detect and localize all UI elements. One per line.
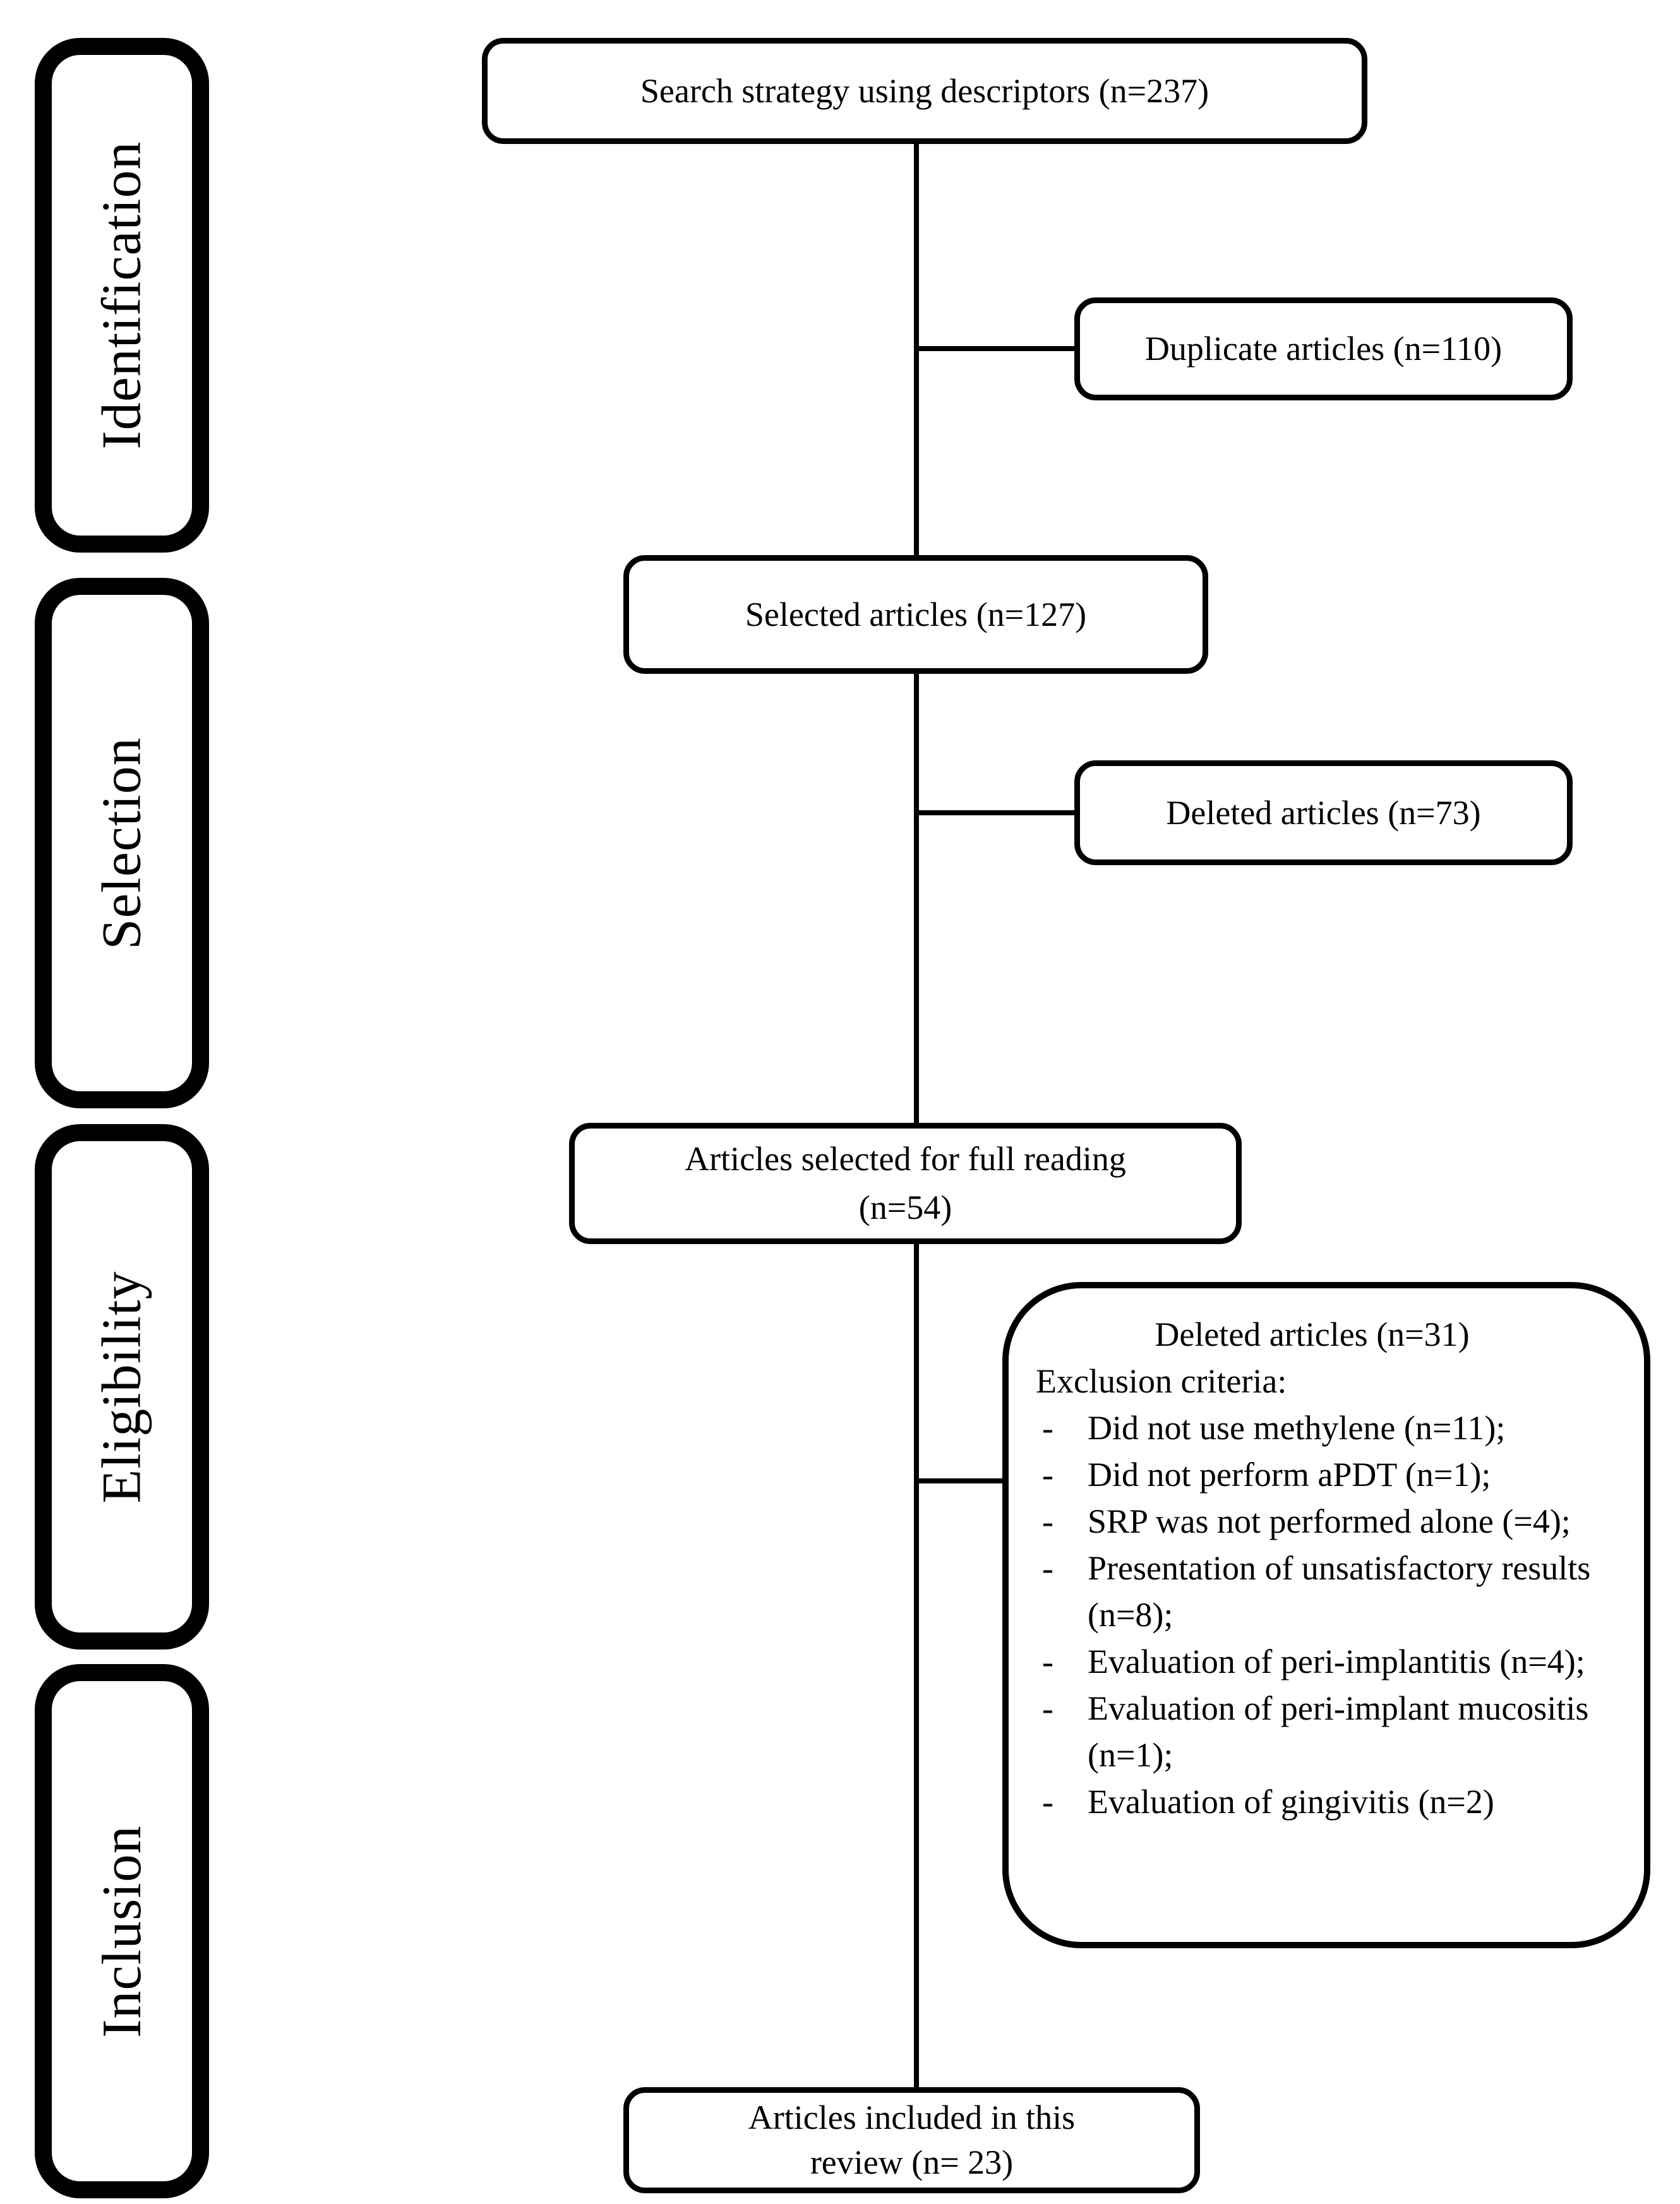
connector-fullreading-to-included <box>914 1244 919 2087</box>
excluded-item: - SRP was not performed alone (=4); <box>1036 1498 1626 1545</box>
connector-selected-to-fullreading <box>914 674 919 1123</box>
bullet-dash: - <box>1042 1689 1053 1727</box>
flow-box-full-reading: Articles selected for full reading (n=54… <box>569 1123 1242 1244</box>
duplicate-articles-text: Duplicate articles (n=110) <box>1144 330 1503 368</box>
full-reading-line1: Articles selected for full reading <box>685 1140 1126 1178</box>
bullet-dash: - <box>1042 1456 1053 1494</box>
stage-label-selection: Selection <box>35 578 209 1108</box>
stage-label-inclusion: Inclusion <box>35 1664 209 2198</box>
bullet-dash: - <box>1042 1643 1053 1680</box>
excluded-item: - Evaluation of peri-implant mucositis (… <box>1036 1685 1626 1778</box>
excluded-item: - Did not perform aPDT (n=1); <box>1036 1451 1626 1498</box>
connector-to-deleted <box>916 810 1074 815</box>
excluded-item-text: Evaluation of gingivitis (n=2) <box>1088 1783 1494 1821</box>
flow-box-duplicate-articles: Duplicate articles (n=110) <box>1074 297 1573 400</box>
flow-box-selected-articles: Selected articles (n=127) <box>623 555 1208 674</box>
excluded-item-text: Presentation of unsatisfactory results (… <box>1088 1549 1591 1634</box>
full-reading-line2: (n=54) <box>858 1189 952 1226</box>
deleted-articles-text: Deleted articles (n=73) <box>1166 793 1481 832</box>
stage-label-eligibility: Eligibility <box>35 1124 209 1650</box>
flow-box-included-articles: Articles included in this review (n= 23) <box>623 2087 1200 2193</box>
selected-articles-text: Selected articles (n=127) <box>745 595 1087 633</box>
excluded-item: - Evaluation of gingivitis (n=2) <box>1036 1778 1626 1825</box>
bullet-dash: - <box>1042 1409 1053 1447</box>
stage-label-inclusion-text: Inclusion <box>91 1824 153 2038</box>
excluded-subtitle: Exclusion criteria: <box>1036 1362 1287 1400</box>
included-line2: review (n= 23) <box>810 2143 1014 2181</box>
connector-to-excluded <box>916 1478 1002 1483</box>
stage-label-identification-text: Identification <box>91 141 153 450</box>
bullet-dash: - <box>1042 1549 1053 1587</box>
flow-box-exclusion-criteria: Deleted articles (n=31) Exclusion criter… <box>1002 1282 1650 1948</box>
excluded-item-text: Evaluation of peri-implantitis (n=4); <box>1088 1643 1585 1680</box>
flow-box-search-strategy: Search strategy using descriptors (n=237… <box>482 38 1367 144</box>
stage-label-selection-text: Selection <box>91 736 153 950</box>
flow-box-deleted-articles: Deleted articles (n=73) <box>1074 760 1573 865</box>
excluded-item: - Presentation of unsatisfactory results… <box>1036 1545 1626 1638</box>
stage-label-identification: Identification <box>35 38 209 553</box>
excluded-item: - Did not use methylene (n=11); <box>1036 1404 1626 1451</box>
excluded-item-text: SRP was not performed alone (=4); <box>1088 1502 1571 1540</box>
excluded-item-text: Evaluation of peri-implant mucositis (n=… <box>1088 1689 1589 1774</box>
excluded-item-text: Did not use methylene (n=11); <box>1088 1409 1506 1447</box>
included-line1: Articles included in this <box>748 2098 1076 2136</box>
excluded-item: - Evaluation of peri-implantitis (n=4); <box>1036 1638 1626 1685</box>
excluded-title: Deleted articles (n=31) <box>1155 1315 1470 1353</box>
excluded-item-text: Did not perform aPDT (n=1); <box>1088 1456 1491 1494</box>
stage-label-eligibility-text: Eligibility <box>91 1271 153 1503</box>
search-strategy-text: Search strategy using descriptors (n=237… <box>640 71 1209 110</box>
bullet-dash: - <box>1042 1783 1053 1821</box>
bullet-dash: - <box>1042 1502 1053 1540</box>
connector-to-duplicates <box>916 346 1074 351</box>
